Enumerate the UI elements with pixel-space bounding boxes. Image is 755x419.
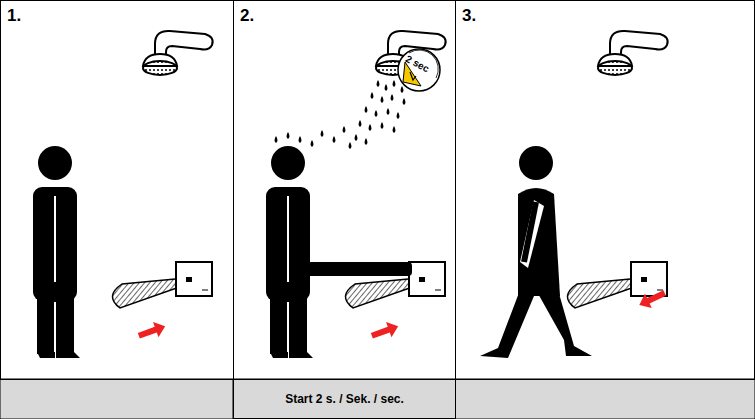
water-drops: [275, 80, 406, 149]
dial-bolt: [410, 72, 416, 80]
step-number: 3.: [462, 6, 476, 26]
step-panel: 3.: [455, 0, 755, 380]
step-panel: 2. 2 sec: [233, 0, 456, 380]
person-standing: [266, 146, 313, 358]
reaching-arm: [296, 262, 412, 276]
footer-band: [0, 379, 755, 419]
step-panel: 1.: [0, 0, 234, 380]
sensor-unit: [112, 262, 212, 308]
person-standing: [33, 146, 80, 358]
person-walking: [480, 146, 592, 358]
timing-cell: Start 2 s. / Sek. / sec.: [233, 379, 456, 419]
direction-arrow: [369, 319, 401, 344]
shower-head: [143, 31, 213, 75]
direction-arrow: [136, 319, 168, 344]
dial-circle: [398, 49, 440, 91]
direction-arrow: [636, 286, 668, 312]
timing-text: Start 2 s. / Sek. / sec.: [285, 392, 404, 406]
shower-head: [598, 31, 668, 75]
step-number: 1.: [7, 6, 21, 26]
step-number: 2.: [240, 6, 254, 26]
timer-dial: 2 sec: [396, 47, 442, 93]
